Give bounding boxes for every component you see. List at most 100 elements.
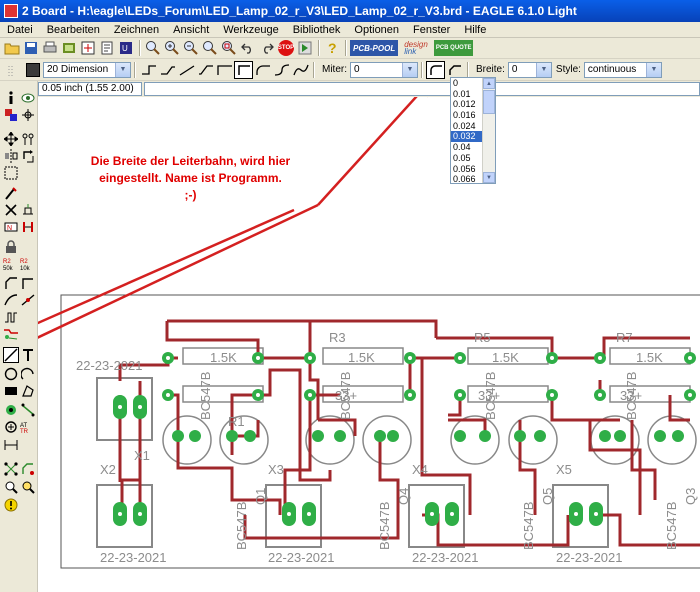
board-canvas[interactable]: R3 R5 R7 R1 1.5K 1.5K 1.5K 1.5K 33+ 33+ … [10,77,700,592]
zoom-in-icon[interactable] [163,39,181,57]
display-layers-icon[interactable] [3,107,19,123]
width-option[interactable]: 0.01 [453,88,471,99]
dimension-icon[interactable] [3,437,19,453]
auto-route-icon[interactable] [20,461,36,477]
scroll-thumb[interactable] [483,90,495,114]
ulp-icon[interactable]: U [117,39,135,57]
cam-processor-icon[interactable] [60,39,78,57]
add-icon[interactable] [20,202,36,218]
width-option[interactable]: 0 [453,78,459,88]
miter-tool-icon[interactable] [3,275,19,291]
bend-straight-icon[interactable] [177,61,196,79]
command-line-input[interactable] [144,82,700,96]
route-icon[interactable] [3,309,19,325]
menu-fenster[interactable]: Fenster [413,23,451,36]
ripup-icon[interactable] [3,326,19,342]
bend-curve-icon[interactable] [272,61,291,79]
copy-icon[interactable] [20,131,36,147]
width-option[interactable]: 0.012 [453,99,476,110]
mark-icon[interactable] [20,107,36,123]
split-wire-icon[interactable] [20,275,36,291]
zoom-redraw-icon[interactable] [201,39,219,57]
erc-icon[interactable] [3,479,19,495]
zoom-select-icon[interactable] [220,39,238,57]
design-link-logo[interactable]: design link [402,40,430,56]
undo-icon[interactable] [239,39,257,57]
signal-icon[interactable] [20,402,36,418]
menu-optionen[interactable]: Optionen [354,23,400,36]
drc-icon[interactable] [20,479,36,495]
open-folder-icon[interactable] [3,39,21,57]
zoom-fit-icon[interactable] [144,39,162,57]
bend-45-alt-icon[interactable] [196,61,215,79]
print-icon[interactable] [41,39,59,57]
scroll-up-icon[interactable]: ▲ [483,78,495,89]
bend-45-icon[interactable] [158,61,177,79]
arc-icon[interactable] [20,366,36,382]
stop-button[interactable]: STOP [277,39,295,57]
menu-bearbeiten[interactable]: Bearbeiten [46,23,100,36]
width-option[interactable]: 0.05 [453,152,471,163]
help-icon[interactable]: ? [323,39,341,57]
go-icon[interactable] [296,39,314,57]
errors-icon[interactable] [3,497,19,513]
menu-ansicht[interactable]: Ansicht [173,23,210,36]
pcb-pool-logo[interactable]: PCB-POOL [350,40,399,56]
hole-icon[interactable] [3,419,19,435]
optimize-icon[interactable] [3,292,19,308]
wire-icon[interactable] [3,347,19,363]
change-icon[interactable] [3,185,19,201]
bend-spline-icon[interactable] [291,61,310,79]
ratsnest-icon[interactable] [3,461,19,477]
width-option[interactable]: 0.04 [453,142,471,153]
lock-icon[interactable] [3,239,19,255]
width-option[interactable]: 0.024 [453,120,476,131]
value-icon[interactable] [20,219,36,235]
text-icon[interactable] [20,347,36,363]
group-icon[interactable] [3,165,19,181]
pcb-quote-logo[interactable]: PCB QUOTE [433,40,474,56]
layer-select[interactable]: 20 Dimension ▼ [43,61,131,78]
circle-icon[interactable] [3,366,19,382]
delete-icon[interactable] [3,202,19,218]
name-icon[interactable]: N [3,219,19,235]
miter-straight-icon[interactable] [445,61,464,79]
show-eye-icon[interactable] [20,90,36,106]
miter-select[interactable]: 0 ▼ [350,61,418,78]
style-select[interactable]: continuous ▼ [583,61,662,78]
width-option[interactable]: 0.016 [453,110,476,121]
bend-90-alt-icon[interactable] [215,61,234,79]
bend-corner-icon[interactable] [234,60,253,79]
move-icon[interactable] [3,131,19,147]
rotate-icon[interactable] [20,148,36,164]
script-icon[interactable] [98,39,116,57]
polygon-icon[interactable] [20,383,36,399]
menu-werkzeuge[interactable]: Werkzeuge [223,23,279,36]
zoom-out-icon[interactable] [182,39,200,57]
schematic-icon[interactable] [79,39,97,57]
scroll-down-icon[interactable]: ▼ [483,172,495,183]
rect-icon[interactable] [3,383,19,399]
menu-hilfe[interactable]: Hilfe [464,23,487,36]
bend-90-icon[interactable] [139,61,158,79]
width-option-selected[interactable]: 0.032 [451,131,483,143]
menu-bibliothek[interactable]: Bibliothek [292,23,341,36]
width-option[interactable]: 0.056 [453,163,476,174]
miter-round-icon[interactable] [426,60,445,79]
save-icon[interactable] [22,39,40,57]
width-dropdown-list[interactable]: 0 0.01 0.012 0.016 0.024 0.032 0.04 0.05… [450,77,496,184]
redo-icon[interactable] [258,39,276,57]
menu-zeichnen[interactable]: Zeichnen [113,23,160,36]
width-select[interactable]: 0 ▼ [507,61,552,78]
info-icon[interactable] [3,90,19,106]
meander-icon[interactable] [20,292,36,308]
width-option[interactable]: 0.066 [453,174,476,184]
bend-arc-icon[interactable] [253,61,272,79]
mirror-icon[interactable] [3,148,19,164]
menu-datei[interactable]: Datei [7,23,33,36]
via-icon[interactable] [3,402,19,418]
dropdown-scrollbar[interactable]: ▲ ▼ [482,78,495,183]
